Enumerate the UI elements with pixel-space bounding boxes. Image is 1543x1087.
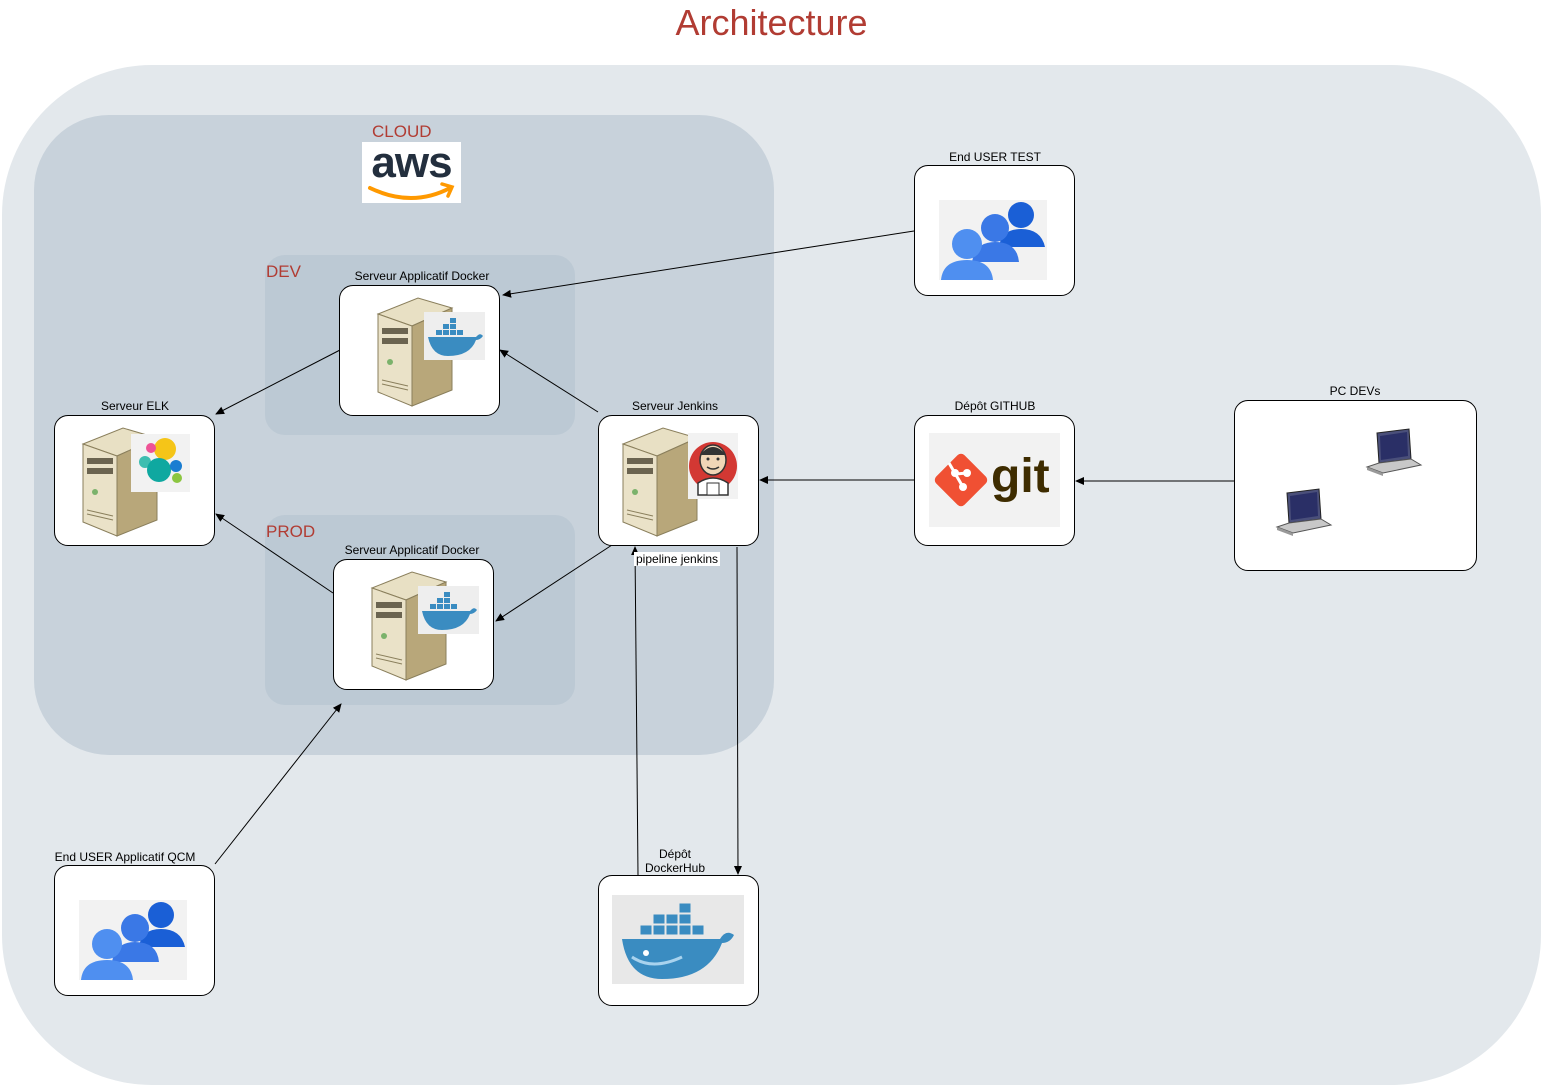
users-group-icon [939,200,1047,280]
docker-whale-icon [418,586,479,634]
pipeline-jenkins-label: pipeline jenkins [634,552,721,566]
edge-qcm-to-prod [214,703,342,865]
prod-label: PROD [266,522,316,541]
git-logo-text: git [991,450,1050,503]
aws-logo-text: aws [371,138,452,187]
docker-prod-label: Serveur Applicatif Docker [344,543,480,557]
laptop-icon [1275,488,1333,536]
edge-dev-to-elk [215,349,341,415]
jenkins-node[interactable] [598,415,759,546]
edge-jenkins-to-dev [499,349,599,413]
elk-node[interactable] [54,415,215,546]
cloud-label: CLOUD [372,122,432,141]
dockerhub-label-line1: Dépôt [658,847,692,861]
dockerhub-label-line2: DockerHub [644,861,706,875]
docker-prod-node[interactable] [333,559,494,690]
docker-dev-node[interactable] [339,285,500,416]
docker-dev-label: Serveur Applicatif Docker [354,269,490,283]
elastic-logo-icon [131,434,190,492]
pc-devs-label: PC DEVs [1329,384,1381,398]
elk-label: Serveur ELK [100,399,170,413]
end-user-test-node[interactable] [914,165,1075,296]
edge-prod-to-elk [215,513,334,594]
dev-label: DEV [266,262,301,281]
end-user-qcm-label: End USER Applicatif QCM [54,850,196,864]
users-group-icon [79,900,187,980]
dockerhub-node[interactable] [598,875,759,1006]
jenkins-label: Serveur Jenkins [631,399,719,413]
edge-jenkins-to-dockerhub [733,546,742,875]
diagram-title: Architecture [675,2,868,43]
pc-devs-node[interactable] [1234,400,1477,571]
jenkins-butler-icon [688,433,738,499]
edge-dockerhub-to-jenkins [631,546,640,876]
server-tower-icon [621,427,699,537]
end-user-qcm-node[interactable] [54,865,215,996]
end-user-test-label: End USER TEST [949,150,1041,164]
git-logo-icon: git [929,433,1060,527]
edge-test-to-dev [502,230,915,298]
github-node[interactable]: git [914,415,1075,546]
laptop-icon [1365,428,1423,476]
aws-logo-icon: aws [362,138,461,203]
edge-jenkins-to-prod [495,544,613,622]
docker-whale-icon [612,895,744,984]
docker-whale-icon [424,312,485,360]
github-label: Dépôt GITHUB [954,399,1036,413]
